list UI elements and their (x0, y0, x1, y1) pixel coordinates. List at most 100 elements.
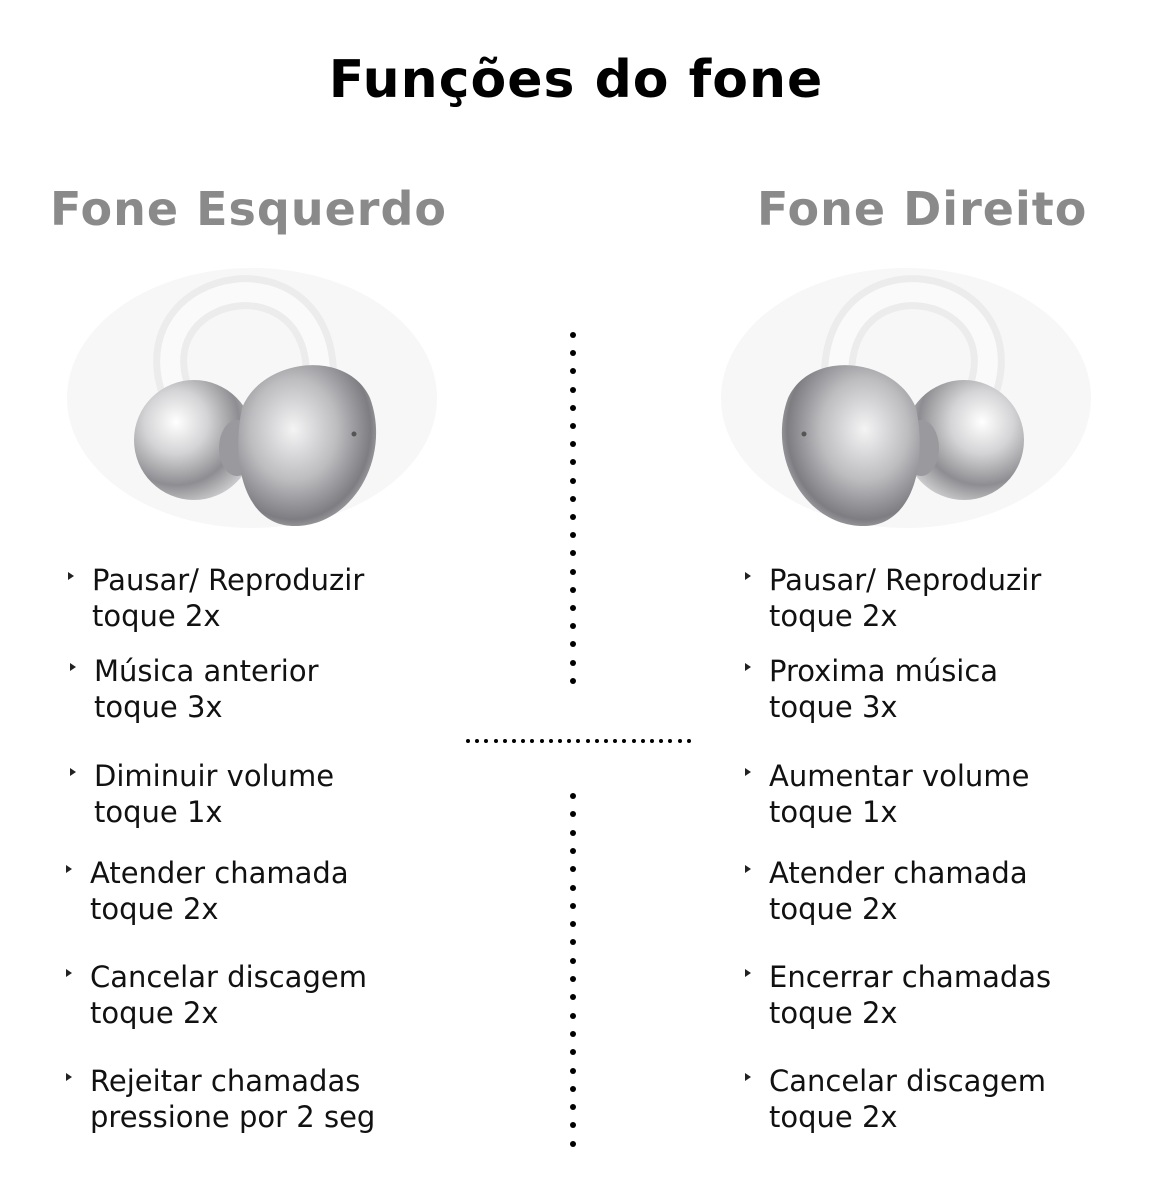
divider-dot (622, 739, 627, 743)
divider-dot (570, 921, 576, 928)
divider-dot (521, 739, 526, 743)
bullet-icon (745, 865, 751, 873)
divider-dot (570, 1030, 576, 1037)
divider-dot (567, 739, 572, 743)
divider-dot (570, 605, 576, 611)
divider-dot (659, 739, 664, 743)
divider-dot (484, 739, 489, 743)
horizontal-dotted-divider (466, 739, 696, 745)
divider-dot (570, 1140, 576, 1147)
function-action: toque 2x (769, 892, 898, 926)
function-label: Atender chamada (90, 856, 349, 890)
bullet-icon (745, 969, 751, 977)
function-label: Pausar/ Reproduzir (769, 563, 1042, 597)
bullet-icon (66, 865, 72, 873)
divider-dot (466, 739, 470, 743)
divider-dot (475, 739, 480, 743)
function-label: Aumentar volume (769, 759, 1030, 793)
divider-dot (604, 739, 608, 743)
divider-dot (570, 902, 576, 909)
left-earbud-heading: Fone Esquerdo (50, 182, 448, 236)
divider-dot (640, 739, 645, 743)
divider-dot (570, 1104, 576, 1111)
divider-dot (570, 623, 576, 630)
function-label: Atender chamada (769, 856, 1028, 890)
divider-dot (548, 739, 553, 743)
divider-dot (613, 739, 618, 743)
right-earbud-heading: Fone Direito (757, 182, 1088, 236)
divider-dot (570, 423, 576, 429)
divider-dot (668, 739, 673, 743)
function-action: toque 2x (90, 996, 219, 1030)
function-action: toque 3x (94, 690, 223, 724)
function-action: toque 2x (769, 1100, 898, 1134)
divider-dot (570, 568, 576, 575)
function-label: Encerrar chamadas (769, 960, 1052, 994)
function-action: toque 1x (769, 795, 898, 829)
divider-dot (570, 1067, 576, 1074)
bullet-icon (70, 768, 76, 776)
divider-dot (570, 1049, 576, 1056)
divider-dot (570, 477, 576, 484)
bullet-icon (70, 663, 76, 671)
bullet-icon (745, 572, 751, 580)
divider-dot (570, 811, 576, 818)
divider-dot (570, 550, 576, 557)
divider-dot (594, 739, 599, 743)
divider-dot (570, 866, 576, 873)
function-action: toque 3x (769, 690, 898, 724)
divider-dot (570, 441, 576, 448)
bullet-icon (745, 1073, 751, 1081)
divider-dot (570, 495, 576, 502)
divider-dot (493, 739, 498, 743)
divider-dot (570, 793, 576, 799)
divider-dot (512, 739, 516, 743)
divider-dot (502, 739, 507, 743)
divider-dot (530, 739, 535, 743)
divider-dot (570, 1085, 576, 1092)
function-label: Diminuir volume (94, 759, 335, 793)
divider-dot (570, 1012, 576, 1019)
function-label: Pausar/ Reproduzir (92, 563, 365, 597)
bullet-icon (745, 768, 751, 776)
divider-dot (570, 659, 576, 666)
divider-dot (570, 884, 576, 891)
divider-dot (570, 994, 576, 1001)
bullet-icon (745, 663, 751, 671)
right-earbud-image (721, 268, 1091, 528)
function-action: pressione por 2 seg (90, 1100, 376, 1134)
function-label: Cancelar discagem (769, 1064, 1046, 1098)
bullet-icon (66, 1073, 72, 1081)
divider-dot (539, 739, 544, 743)
divider-dot (686, 739, 691, 743)
divider-dot (650, 739, 654, 743)
divider-dot (570, 829, 576, 836)
function-label: Cancelar discagem (90, 960, 367, 994)
divider-dot (558, 739, 562, 743)
function-action: toque 2x (90, 892, 219, 926)
divider-dot (576, 739, 581, 743)
divider-dot (570, 847, 576, 854)
divider-dot (570, 459, 576, 466)
vertical-dotted-divider-top (570, 332, 580, 692)
divider-dot (570, 514, 576, 520)
bullet-icon (68, 572, 74, 580)
divider-dot (570, 957, 576, 964)
divider-dot (677, 739, 682, 743)
divider-dot (570, 641, 576, 648)
function-label: Rejeitar chamadas (90, 1064, 361, 1098)
function-action: toque 2x (769, 996, 898, 1030)
divider-dot (570, 532, 576, 539)
divider-dot (570, 404, 576, 411)
divider-dot (570, 939, 576, 946)
page-title: Funções do fone (328, 50, 824, 110)
divider-dot (570, 386, 576, 393)
function-action: toque 2x (92, 599, 221, 633)
function-label: Proxima música (769, 654, 999, 688)
function-label: Música anterior (94, 654, 319, 688)
divider-dot (570, 677, 576, 684)
divider-dot (570, 1122, 576, 1129)
bullet-icon (66, 969, 72, 977)
vertical-dotted-divider-bottom (570, 793, 580, 1153)
left-earbud-image (67, 268, 437, 528)
